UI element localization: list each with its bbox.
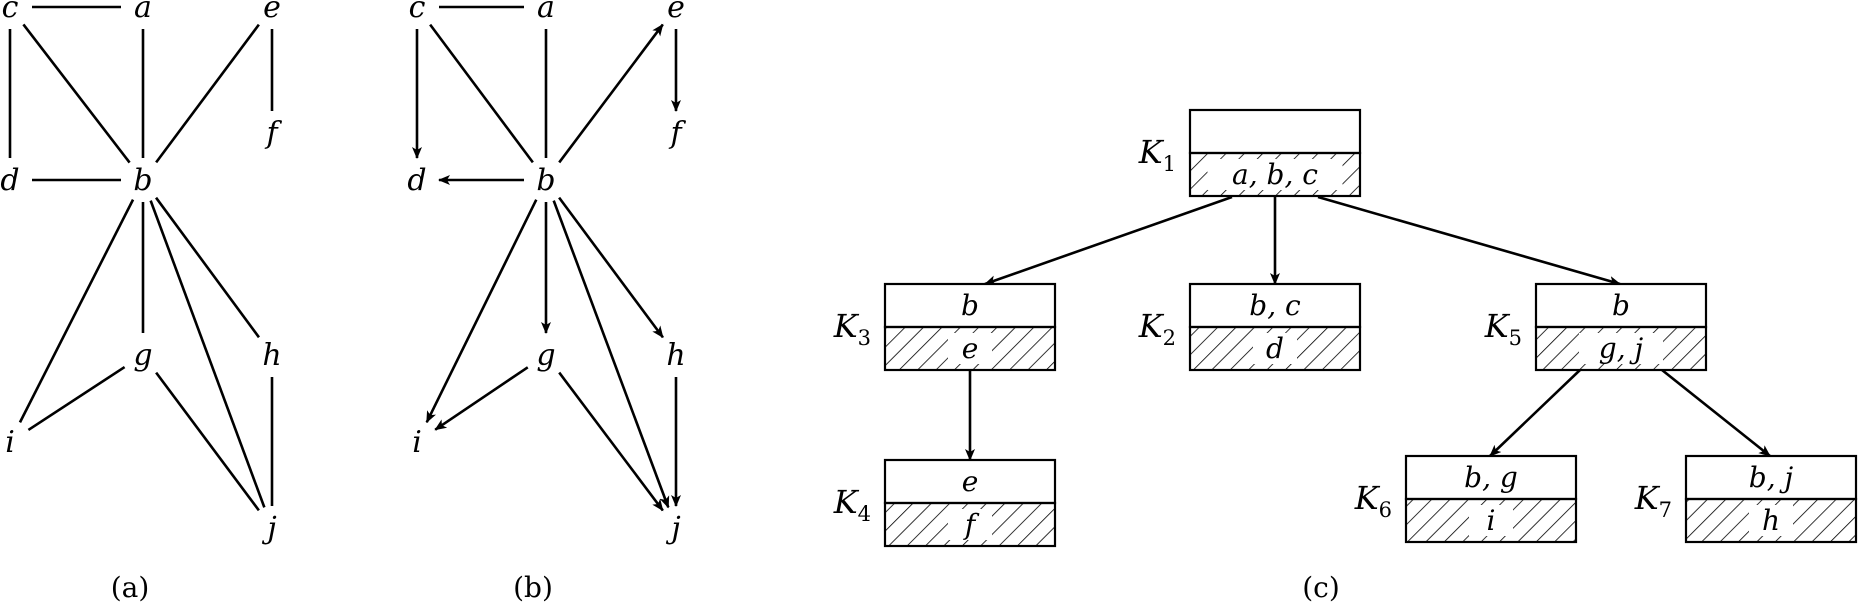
- edge-b-h: [155, 196, 260, 339]
- a-node-d: d: [0, 163, 19, 198]
- b-node-j: j: [665, 511, 680, 546]
- b-node-f: f: [668, 116, 686, 151]
- edge-e-b: [155, 23, 260, 164]
- clique-label-backdrop: [1579, 333, 1663, 364]
- a-node-h: h: [262, 338, 281, 373]
- panel-a-undirected-graph: a b c d e f g h i j: [0, 0, 282, 546]
- clique-top-cell: [883, 282, 1057, 329]
- clique-K3-bottom-label: e: [962, 332, 979, 365]
- clique-top-cell: [883, 458, 1057, 505]
- b-node-a: a: [537, 0, 555, 25]
- clique-box-K3: be K3: [833, 282, 1057, 372]
- clique-name-K7: K7: [1634, 479, 1672, 522]
- caption-a: (a): [111, 571, 150, 604]
- edge-b-i: [18, 199, 135, 423]
- b-node-h: h: [666, 338, 685, 373]
- a-node-c: c: [2, 0, 19, 25]
- clique-name-K2: K2: [1138, 307, 1176, 350]
- a-node-j: j: [261, 511, 276, 546]
- clique-K6-top-label: b, g: [1464, 461, 1518, 494]
- b-node-d: d: [407, 163, 426, 198]
- clique-name-K5: K5: [1484, 307, 1522, 350]
- clique-top-cell: [1534, 282, 1708, 329]
- clique-K7-bottom-label: h: [1762, 504, 1780, 537]
- edge-g-j: [155, 371, 260, 512]
- tree-arc-K5-K6: [1489, 369, 1581, 457]
- clique-K7-top-label: b, j: [1749, 461, 1794, 494]
- edge-g-i: [27, 365, 126, 432]
- edge-c-b: [429, 23, 534, 164]
- caption-b: (b): [513, 571, 553, 604]
- tree-arc-K1-K3: [984, 195, 1233, 286]
- arc-b-e: [558, 23, 664, 164]
- clique-label-backdrop: [948, 509, 992, 540]
- clique-name-K3: K3: [833, 307, 871, 350]
- arc-b-h: [558, 196, 664, 339]
- arc-b-i: [425, 199, 538, 424]
- clique-K1-bottom-label: a, b, c: [1232, 158, 1318, 191]
- clique-top-cell: [1188, 108, 1362, 155]
- b-node-i: i: [412, 425, 422, 460]
- a-node-b: b: [133, 163, 152, 198]
- clique-K5-top-label: b: [1612, 289, 1630, 322]
- clique-K5-bottom-label: g, j: [1599, 332, 1644, 365]
- clique-K2-top-label: b, c: [1249, 289, 1301, 322]
- clique-label-backdrop: [1469, 505, 1513, 536]
- clique-name-K6: K6: [1354, 479, 1392, 522]
- clique-box-K1: a, b, c K1: [1138, 108, 1362, 198]
- clique-K2-bottom-label: d: [1266, 332, 1284, 365]
- clique-box-K5: b g, j K5: [1484, 282, 1708, 372]
- clique-label-backdrop: [1253, 333, 1297, 364]
- b-node-c: c: [409, 0, 426, 25]
- tree-arc-K1-K5: [1317, 195, 1621, 286]
- clique-label-backdrop: [1749, 505, 1793, 536]
- clique-top-cell: [1404, 454, 1578, 501]
- clique-name-K4: K4: [833, 483, 871, 526]
- caption-c: (c): [1302, 571, 1340, 604]
- clique-K3-top-label: b: [961, 289, 979, 322]
- clique-box-K7: b, j h K7: [1634, 454, 1858, 544]
- a-node-g: g: [133, 338, 152, 373]
- clique-K4-top-label: e: [962, 465, 979, 498]
- arc-b-j: [552, 200, 670, 509]
- edge-b-j: [149, 200, 266, 508]
- clique-K6-bottom-label: i: [1487, 504, 1496, 537]
- b-node-e: e: [667, 0, 685, 25]
- clique-label-backdrop: [1207, 159, 1343, 190]
- tree-arc-K5-K7: [1661, 368, 1771, 458]
- edge-c-b: [22, 23, 131, 164]
- b-node-g: g: [536, 338, 555, 373]
- arc-g-j: [558, 371, 664, 512]
- a-node-f: f: [264, 116, 282, 151]
- clique-box-K2: b, c d K2: [1138, 282, 1362, 372]
- a-node-a: a: [134, 0, 152, 25]
- clique-top-cell: [1684, 454, 1858, 501]
- clique-box-K6: b, g i K6: [1354, 454, 1578, 544]
- arc-g-i: [434, 366, 529, 431]
- a-node-e: e: [263, 0, 281, 25]
- clique-label-backdrop: [948, 333, 992, 364]
- a-node-i: i: [5, 425, 15, 460]
- b-node-b: b: [536, 163, 555, 198]
- clique-name-K1: K1: [1138, 133, 1176, 176]
- panel-b-directed-graph: a b c d e f g h i j: [407, 0, 686, 546]
